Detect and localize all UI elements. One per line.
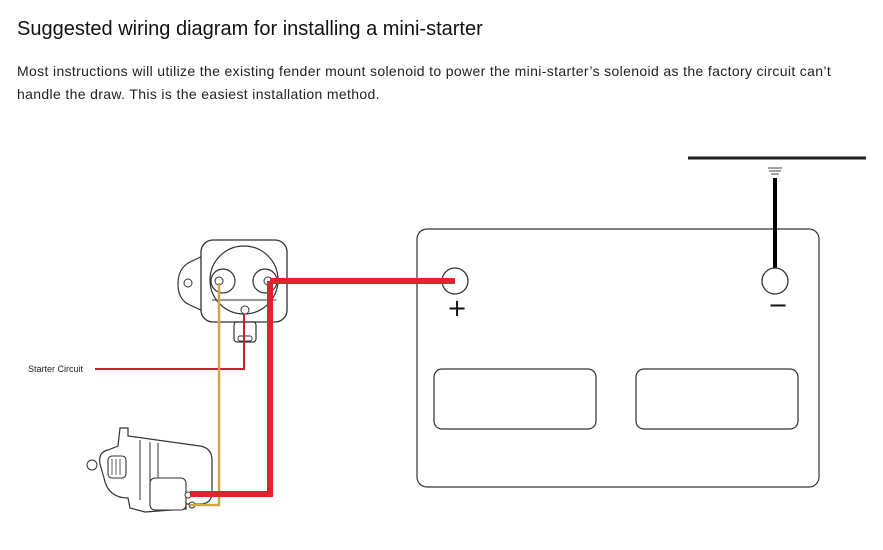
starter-circuit-wire [95,314,245,370]
starter-circuit-label: Starter Circuit [28,364,84,374]
page-title: Suggested wiring diagram for installing … [17,18,483,40]
control-wire [190,283,221,507]
negative-symbol: − [768,291,788,319]
negative-terminal [761,267,789,295]
mini-starter-icon [86,427,213,513]
battery-cell-right [635,368,799,430]
ground-symbol-icon [688,156,866,175]
battery-cell-left [433,368,597,430]
solenoid-to-starter-cable [190,281,273,497]
page-description: Most instructions will utilize the exist… [17,63,832,102]
positive-symbol: + [447,294,467,322]
fender-solenoid-icon [177,239,288,343]
battery-icon [416,228,820,488]
